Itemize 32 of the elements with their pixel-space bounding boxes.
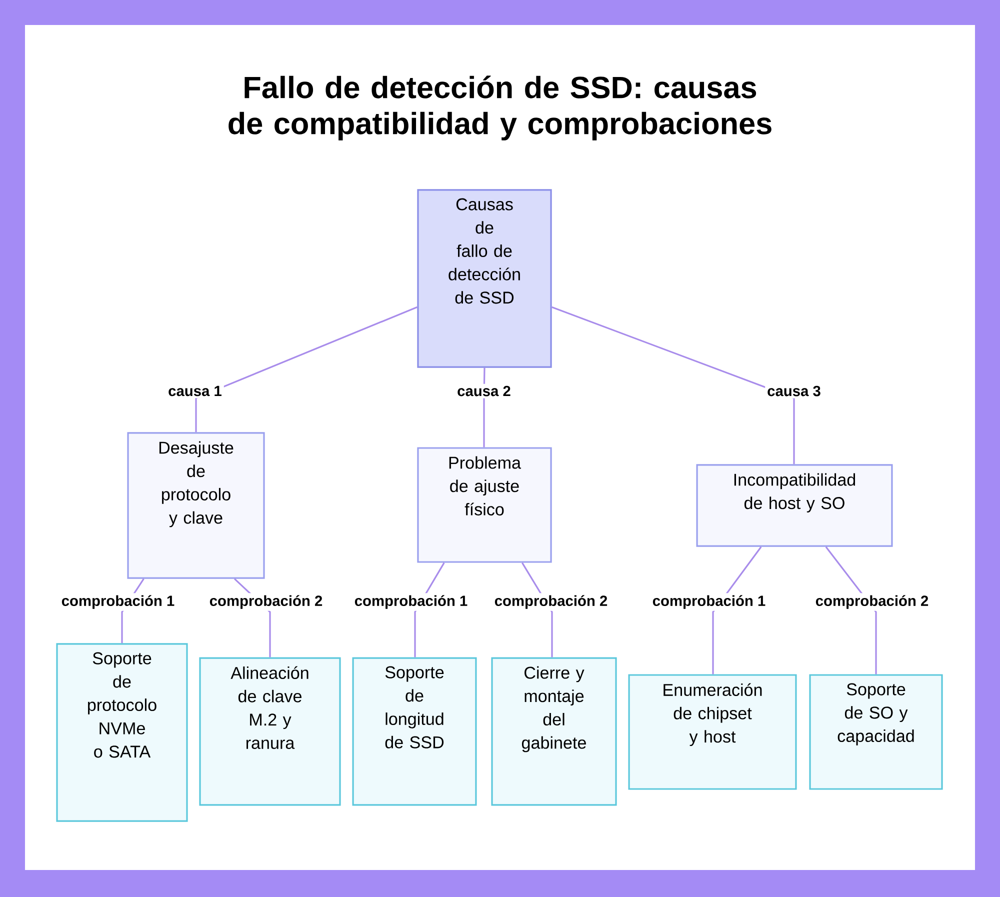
cause-box	[417, 447, 552, 563]
node-text: Problema de ajuste físico	[449, 456, 522, 516]
check-box	[56, 643, 188, 822]
title: Fallo de detección de SSD: causas de compatibilidad y comprobaciones	[228, 76, 772, 140]
edge-label: causa 3	[765, 384, 823, 398]
node-text: Soporte de protocolo NVMe o SATA	[88, 652, 156, 758]
connector	[552, 306, 795, 464]
cause-box	[696, 464, 893, 547]
node-text: Desajuste de protocolo y clave	[159, 441, 234, 528]
edge-label: comprobación 1	[352, 593, 470, 611]
connector	[195, 306, 418, 432]
edge-label: comprobación 1	[650, 593, 768, 611]
node-text: Enumeración de chipset y host	[664, 683, 762, 746]
cause-box	[127, 432, 265, 579]
edge-label: comprobación 2	[813, 593, 931, 611]
check-box	[628, 674, 797, 790]
node-text: Incompatibilidad de host y SO	[734, 473, 856, 512]
edge-label: causa 1	[166, 384, 224, 398]
node-text: Cierre y montaje del gabinete	[522, 666, 586, 752]
check-box	[809, 674, 943, 790]
node-text: Soporte de SO y capacidad	[838, 683, 914, 746]
check-box	[352, 657, 477, 806]
edge-label: comprobación 2	[492, 593, 610, 611]
edge-label: causa 2	[455, 384, 513, 398]
check-box	[199, 657, 341, 806]
node-text: Soporte de longitud de SSD	[385, 666, 444, 748]
node-text: Causas de fallo de detección de SSD	[448, 198, 520, 304]
node-text: Alineación de clave M.2 y ranura	[230, 666, 308, 749]
root-box	[417, 189, 552, 368]
edge-label: comprobación 2	[207, 593, 325, 611]
check-box	[491, 657, 617, 806]
edge-label: comprobación 1	[59, 593, 177, 611]
